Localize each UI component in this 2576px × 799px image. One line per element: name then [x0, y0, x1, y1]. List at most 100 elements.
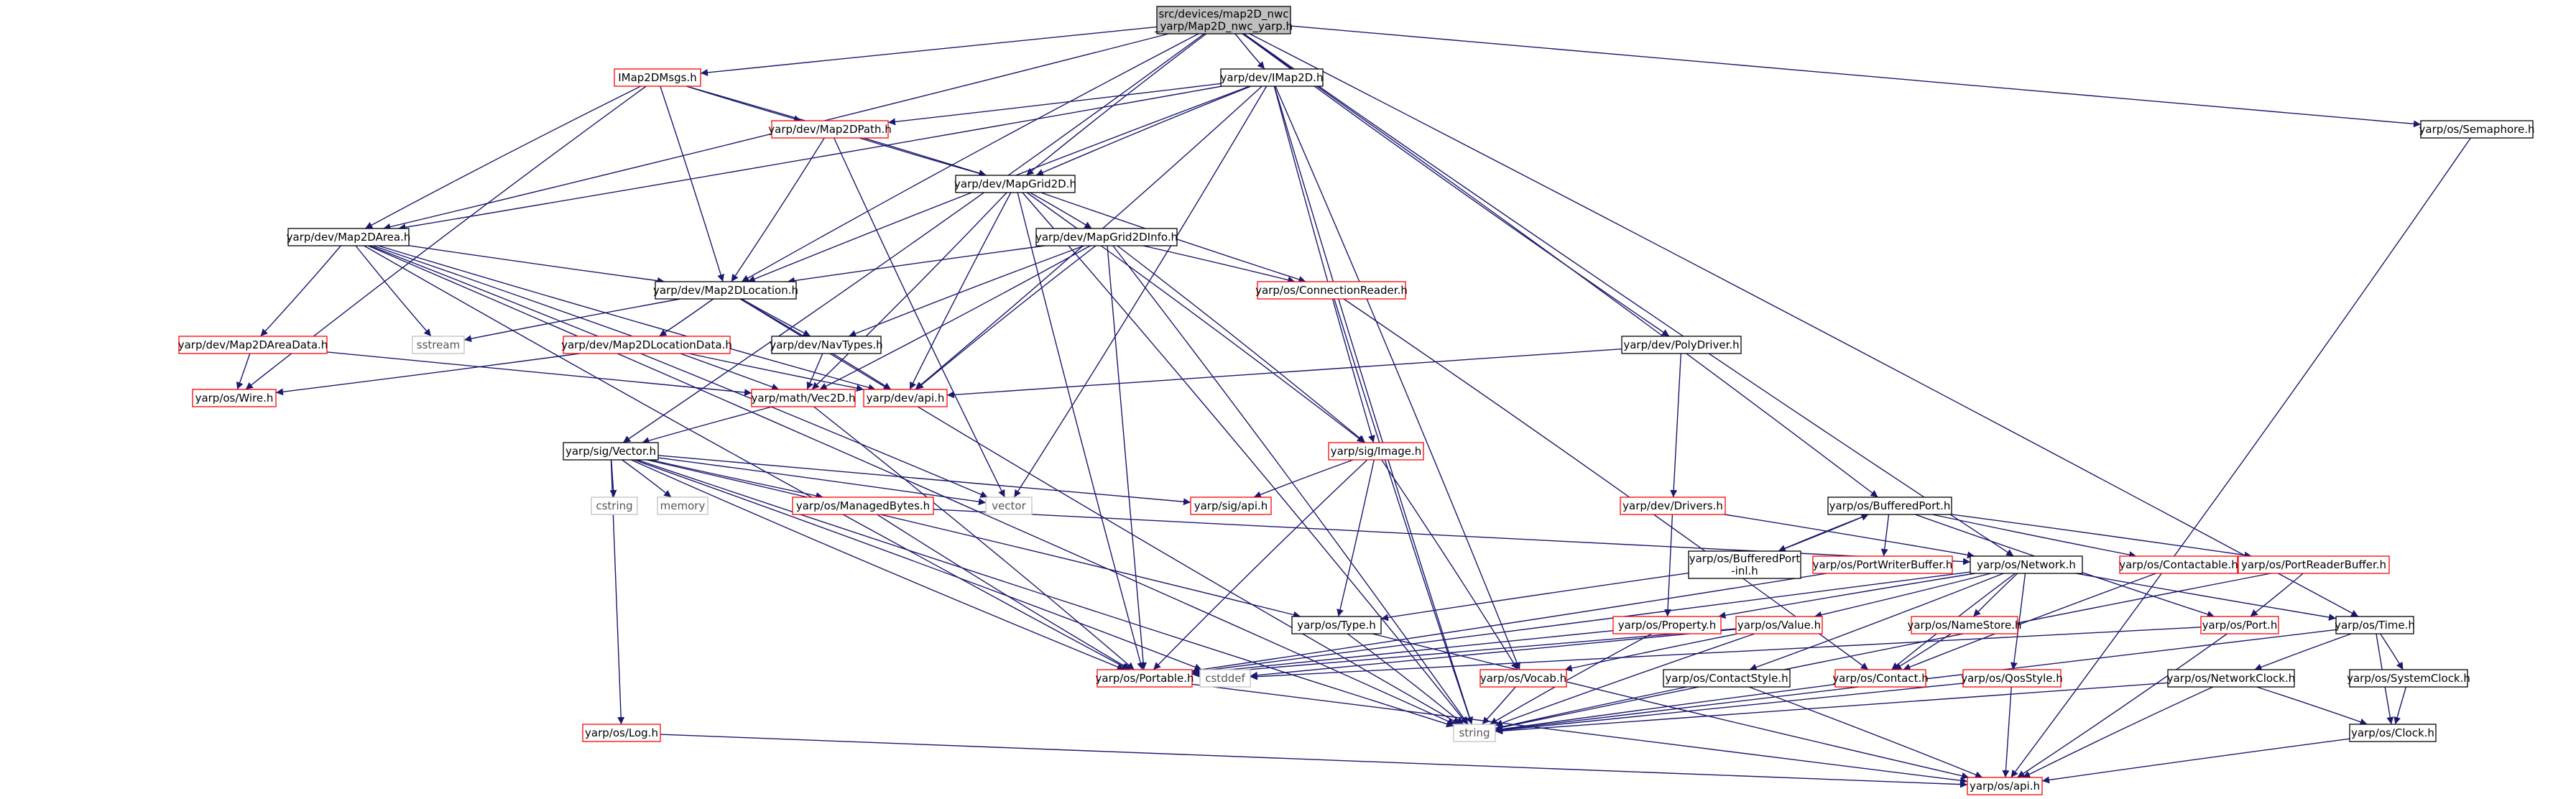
node-managedbytes[interactable]: yarp/os/ManagedBytes.h	[792, 497, 934, 515]
node-ostype[interactable]: yarp/os/Type.h	[1291, 616, 1382, 634]
edge-line	[1191, 683, 1968, 785]
edge-mapgrid2d-to-portable	[1017, 192, 1145, 670]
edge-systemclock-to-clock	[2393, 686, 2407, 725]
edge-line	[1951, 514, 2252, 559]
node-box	[1834, 669, 1926, 688]
edge-line	[2010, 573, 2026, 670]
edge-root-to-bufferedport	[1242, 33, 1878, 498]
node-map2dlocationdata[interactable]: yarp/dev/Map2DLocationData.h	[561, 336, 732, 354]
node-polydriver[interactable]: yarp/dev/PolyDriver.h	[1621, 336, 1742, 354]
node-map2dpath[interactable]: yarp/dev/Map2DPath.h	[768, 120, 892, 139]
node-contactable[interactable]: yarp/os/Contactable.h	[2119, 555, 2238, 574]
node-label: yarp/os/Wire.h	[195, 392, 274, 405]
edge-root-to-sigvector	[622, 33, 1205, 443]
edge-time-to-systemclock	[2380, 633, 2404, 670]
node-sigapi[interactable]: yarp/sig/api.h	[1190, 497, 1272, 515]
node-map2dlocation[interactable]: yarp/dev/Map2DLocation.h	[653, 281, 798, 300]
node-devdrivers[interactable]: yarp/dev/Drivers.h	[1620, 497, 1726, 515]
node-portwriterbuffer[interactable]: yarp/os/PortWriterBuffer.h	[1812, 555, 1953, 574]
edge-imap2d-to-sigimage	[1273, 86, 1375, 443]
node-label: vector	[992, 499, 1026, 512]
edge-mapgrid2dinfo-to-devapi	[915, 245, 1097, 390]
node-portreaderbuffer[interactable]: yarp/os/PortReaderBuffer.h	[2238, 555, 2390, 574]
node-network[interactable]: yarp/os/Network.h	[1970, 555, 2083, 574]
edge-mapgrid2d-to-mapgrid2dinfo	[1030, 192, 1092, 229]
edge-bufferedportinl-to-ostype	[1380, 572, 1689, 622]
node-label: yarp/os/Portable.h	[1096, 672, 1194, 685]
node-box	[1688, 550, 1801, 579]
edge-line	[1490, 633, 1652, 725]
node-box	[1291, 616, 1382, 634]
edge-imap2d-to-map2dpath	[887, 83, 1222, 126]
edge-line	[364, 245, 1130, 670]
node-connectionreader[interactable]: yarp/os/ConnectionReader.h	[1255, 281, 1408, 300]
node-semaphore[interactable]: yarp/os/Semaphore.h	[2419, 120, 2535, 139]
edge-clock-to-osapi	[2041, 738, 2350, 784]
node-sstream: sstream	[412, 336, 465, 354]
node-box	[955, 175, 1076, 193]
node-sigimage[interactable]: yarp/sig/Image.h	[1328, 442, 1424, 461]
edge-network-to-contactstyle	[1749, 573, 2004, 671]
node-sigvector[interactable]: yarp/sig/Vector.h	[563, 442, 659, 461]
edge-value-to-vocab	[1564, 633, 1738, 672]
edge-bufferedport-to-contactable	[1931, 514, 2137, 558]
edge-line	[1749, 573, 2004, 671]
node-property[interactable]: yarp/os/Property.h	[1612, 616, 1722, 634]
edge-line	[657, 455, 1191, 506]
node-box	[657, 497, 708, 515]
node-vocab[interactable]: yarp/os/Vocab.h	[1479, 669, 1567, 688]
node-navtypes[interactable]: yarp/dev/NavTypes.h	[770, 336, 883, 354]
edge-line	[1026, 192, 1365, 443]
node-vec2d[interactable]: yarp/math/Vec2D.h	[751, 389, 856, 407]
edge-map2dlocation-to-navtypes	[741, 298, 811, 337]
edge-root-to-mapgrid2d	[1025, 33, 1207, 176]
node-contactstyle[interactable]: yarp/os/ContactStyle.h	[1663, 669, 1791, 688]
node-devapi[interactable]: yarp/dev/api.h	[863, 389, 948, 407]
edge-line	[1243, 33, 2014, 557]
edge-line	[1290, 25, 2422, 128]
node-wire[interactable]: yarp/os/Wire.h	[192, 389, 277, 407]
node-oslog[interactable]: yarp/os/Log.h	[582, 724, 661, 742]
node-clock[interactable]: yarp/os/Clock.h	[2349, 724, 2437, 742]
node-map2dareadata[interactable]: yarp/dev/Map2DAreaData.h	[178, 336, 328, 354]
node-mapgrid2dinfo[interactable]: yarp/dev/MapGrid2DInfo.h	[1035, 228, 1178, 246]
node-port[interactable]: yarp/os/Port.h	[2200, 616, 2279, 634]
node-box	[1970, 555, 2083, 574]
node-label: yarp/dev/api.h	[867, 392, 945, 405]
node-mapgrid2d[interactable]: yarp/dev/MapGrid2D.h	[954, 175, 1076, 193]
edge-line	[741, 33, 1199, 282]
node-bufferedportinl[interactable]: yarp/os/BufferedPort-inl.h	[1688, 550, 1801, 579]
node-label: yarp/dev/Map2DAreaData.h	[178, 338, 328, 351]
node-box	[582, 724, 661, 742]
node-box	[1612, 616, 1722, 634]
node-networkclock[interactable]: yarp/os/NetworkClock.h	[2167, 669, 2296, 688]
node-portable[interactable]: yarp/os/Portable.h	[1096, 669, 1194, 688]
edge-bufferedport-to-portreaderbuffer	[1951, 514, 2252, 559]
edge-line	[398, 86, 1222, 231]
edge-line	[1191, 628, 1737, 678]
node-imap2dmsgs[interactable]: IMap2DMsgs.h	[614, 68, 701, 87]
edge-line	[658, 298, 714, 337]
edge-map2darea-to-vector	[369, 245, 988, 498]
edge-mapgrid2d-to-string	[1022, 192, 1468, 725]
node-namestore[interactable]: yarp/os/NameStore.h	[1907, 616, 2022, 634]
edge-portwriterbuffer-to-portable	[1191, 573, 1827, 674]
node-contact[interactable]: yarp/os/Contact.h	[1832, 669, 1929, 688]
edge-line	[260, 245, 341, 337]
node-imap2d[interactable]: yarp/dev/IMap2D.h	[1220, 68, 1324, 87]
edge-line	[1495, 633, 1755, 726]
edge-line	[1381, 459, 1518, 670]
edge-navtypes-to-vec2d	[806, 353, 823, 390]
node-qosstyle[interactable]: yarp/os/QosStyle.h	[1961, 669, 2063, 688]
edge-line	[1482, 686, 1516, 725]
node-time[interactable]: yarp/os/Time.h	[2335, 616, 2415, 634]
edge-line	[1022, 192, 1468, 725]
node-value[interactable]: yarp/os/Value.h	[1735, 616, 1823, 634]
edge-line	[1347, 633, 1464, 725]
node-systemclock[interactable]: yarp/os/SystemClock.h	[2347, 669, 2470, 688]
edge-line	[367, 245, 1456, 725]
node-osapi[interactable]: yarp/os/api.h	[1967, 777, 2043, 795]
node-map2darea[interactable]: yarp/dev/Map2DArea.h	[287, 228, 411, 246]
edge-map2darea-to-portable	[364, 245, 1130, 670]
node-bufferedport[interactable]: yarp/os/BufferedPort.h	[1827, 497, 1952, 515]
